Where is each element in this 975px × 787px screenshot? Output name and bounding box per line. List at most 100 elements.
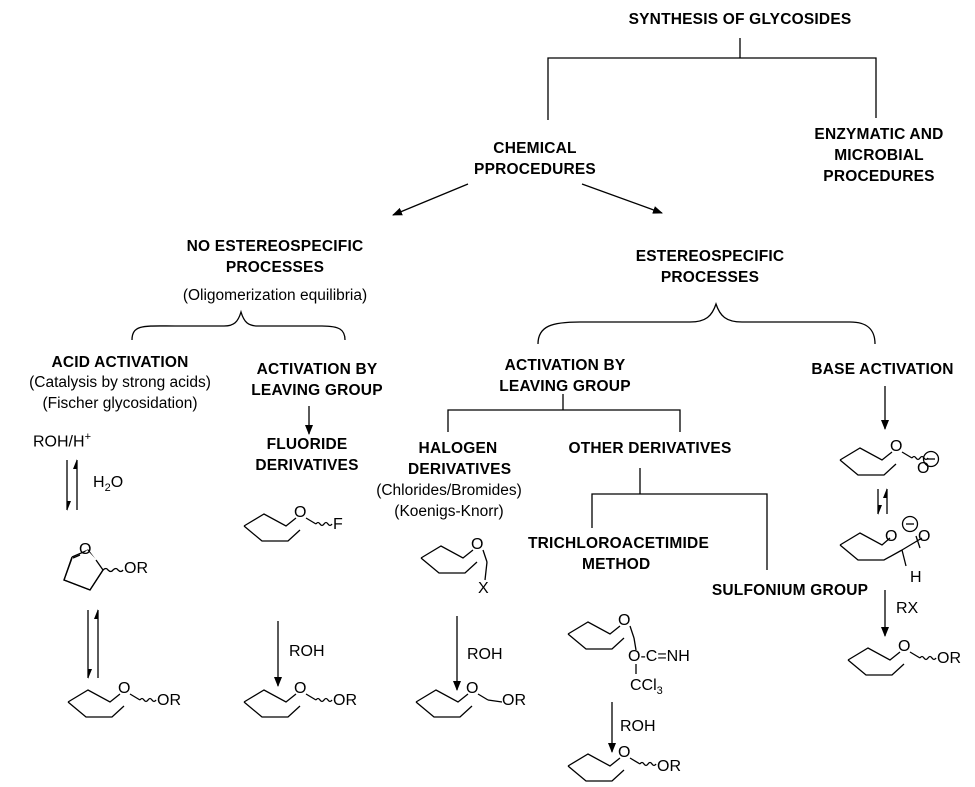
- acid-note-2: (Fischer glycosidation): [42, 395, 198, 412]
- halogen-derivatives-title: HALOGEN DERIVATIVES: [408, 438, 512, 480]
- top-bracket-line: [547, 57, 877, 120]
- no-stereo-line-1: NO ESTEREOSPECIFIC: [186, 238, 364, 255]
- imidate-group: O-C=NH: [628, 648, 690, 665]
- acid-reagent-sup: +: [84, 431, 91, 443]
- enzymatic-line-2: MICROBIAL: [834, 147, 924, 164]
- furanose-wavy-bond: [102, 567, 124, 573]
- acid-activation-notes: (Catalysis by strong acids) (Fischer gly…: [0, 372, 240, 414]
- halogen-line-2: DERIVATIVES: [408, 461, 512, 478]
- stereo-line-2: PROCESSES: [660, 269, 760, 286]
- trichloroacetimide-title: TRICHLOROACETIMIDE METHOD: [510, 533, 770, 575]
- charge-alkoxide-icon: [922, 450, 940, 468]
- ccl3-sub: 3: [656, 685, 663, 698]
- fluoride-product-or: OR: [333, 692, 357, 709]
- water-o: O: [110, 474, 124, 491]
- other-branch-line: [591, 493, 768, 570]
- acid-note-1: (Catalysis by strong acids): [29, 374, 211, 391]
- other-derivatives-title: OTHER DERIVATIVES: [568, 440, 732, 457]
- diagram-title: SYNTHESIS OF GLYCOSIDES: [628, 11, 852, 28]
- halide-reagent: ROH: [467, 646, 503, 663]
- open-chain-aldehyde: [839, 532, 923, 567]
- furanose-o: O: [79, 541, 92, 558]
- sulfonium-group-title: SULFONIUM GROUP: [711, 582, 869, 599]
- leaving-right-line-1: ACTIVATION BY: [504, 357, 626, 374]
- base-product-or: OR: [937, 650, 961, 667]
- stereo-line-1: ESTEREOSPECIFIC: [635, 248, 785, 265]
- pyranoside-halide-product: [415, 689, 503, 718]
- halide-x: X: [478, 580, 489, 597]
- brace-no-stereo: [131, 309, 346, 341]
- furanose-or: OR: [124, 560, 148, 577]
- imidate-product-o: O: [618, 744, 631, 761]
- water-label: H2O: [93, 474, 123, 497]
- leaving-left-line-1: ACTIVATION BY: [256, 361, 378, 378]
- acid-reagent-text: ROH/H: [33, 433, 85, 451]
- leaving-branch-line: [447, 409, 681, 432]
- halogen-note-2: (Koenigs-Knorr): [394, 503, 504, 520]
- alkoxide-o: O: [890, 438, 903, 455]
- furanose-bonds: [63, 557, 104, 591]
- furanose-o-bond-a: [72, 554, 81, 559]
- trichloro-line-2: METHOD: [582, 556, 651, 573]
- pyranoside-fluoride-product: [243, 689, 333, 718]
- fluoride-product-o: O: [294, 680, 307, 697]
- chemical-line-1: CHEMICAL: [493, 140, 577, 157]
- enzymatic-line-3: PROCEDURES: [823, 168, 935, 185]
- chemical-line-2: PPROCEDURES: [474, 161, 596, 178]
- enzymatic-line-1: ENZYMATIC AND: [814, 126, 944, 143]
- open-chain-o: O: [885, 528, 898, 545]
- arrow-to-no-stereo: [392, 183, 469, 216]
- pyranoside-halide: [420, 545, 488, 581]
- aldehyde-h: H: [910, 569, 922, 586]
- arrow-to-stereo: [581, 183, 663, 214]
- water-sub: 2: [104, 482, 111, 495]
- base-activation-title: BASE ACTIVATION: [811, 361, 954, 378]
- brace-stereo: [537, 301, 876, 345]
- acid-reagent: ROH/H+: [33, 428, 91, 451]
- leaving-right-line-2: LEAVING GROUP: [499, 378, 631, 395]
- base-reagent: RX: [896, 600, 919, 617]
- pyranoside-acid: [67, 689, 157, 718]
- chemical-procedures-label: CHEMICAL PPROCEDURES: [455, 138, 615, 180]
- halogen-notes: (Chlorides/Bromides) (Koenigs-Knorr): [364, 480, 534, 522]
- pyr-acid-or: OR: [157, 692, 181, 709]
- enzymatic-procedures-label: ENZYMATIC AND MICROBIAL PROCEDURES: [794, 124, 964, 187]
- imidate-ccl3: CCl3: [630, 677, 663, 700]
- no-stereo-note: (Oligomerization equilibria): [182, 287, 368, 304]
- imidate-o: O: [618, 612, 631, 629]
- pyranoside-base-product: [847, 647, 937, 676]
- alkoxide-anomeric-o: O: [917, 460, 930, 477]
- leaving-group-left-title: ACTIVATION BY LEAVING GROUP: [232, 359, 402, 401]
- halogen-note-1: (Chlorides/Bromides): [376, 482, 522, 499]
- base-product-o: O: [898, 638, 911, 655]
- acid-activation-title: ACID ACTIVATION: [51, 354, 189, 371]
- imidate-reagent: ROH: [620, 718, 656, 735]
- aldehyde-o: O: [918, 528, 931, 545]
- furanose-ring-c1: [82, 549, 105, 573]
- stereo-title: ESTEREOSPECIFIC PROCESSES: [610, 246, 810, 288]
- fluoride-line-1: FLUORIDE: [266, 436, 348, 453]
- pyranoside-alkoxide: [839, 447, 929, 476]
- leaving-left-line-2: LEAVING GROUP: [251, 382, 383, 399]
- halide-product-o: O: [466, 680, 479, 697]
- halogen-line-1: HALOGEN: [418, 440, 498, 457]
- pyranoside-imidate-product: [567, 753, 657, 782]
- pyranoside-imidate: [567, 621, 637, 651]
- fluoride-reagent: ROH: [289, 643, 325, 660]
- fluoride-f: F: [333, 516, 343, 533]
- no-stereo-line-2: PROCESSES: [225, 259, 325, 276]
- charge-open-chain-icon: [901, 515, 919, 533]
- leaving-group-right-title: ACTIVATION BY LEAVING GROUP: [470, 355, 660, 397]
- imidate-product-or: OR: [657, 758, 681, 775]
- ccl3-text: CCl: [630, 677, 657, 694]
- fluoride-o: O: [294, 504, 307, 521]
- pyr-acid-o: O: [118, 680, 131, 697]
- halide-o: O: [471, 536, 484, 553]
- trichloro-line-1: TRICHLOROACETIMIDE: [528, 535, 709, 552]
- no-stereo-title: NO ESTEREOSPECIFIC PROCESSES: [165, 236, 385, 278]
- halide-product-or: OR: [502, 692, 526, 709]
- fluoride-line-2: DERIVATIVES: [255, 457, 359, 474]
- water-h: H: [93, 474, 105, 491]
- fluoride-derivatives-title: FLUORIDE DERIVATIVES: [232, 434, 382, 476]
